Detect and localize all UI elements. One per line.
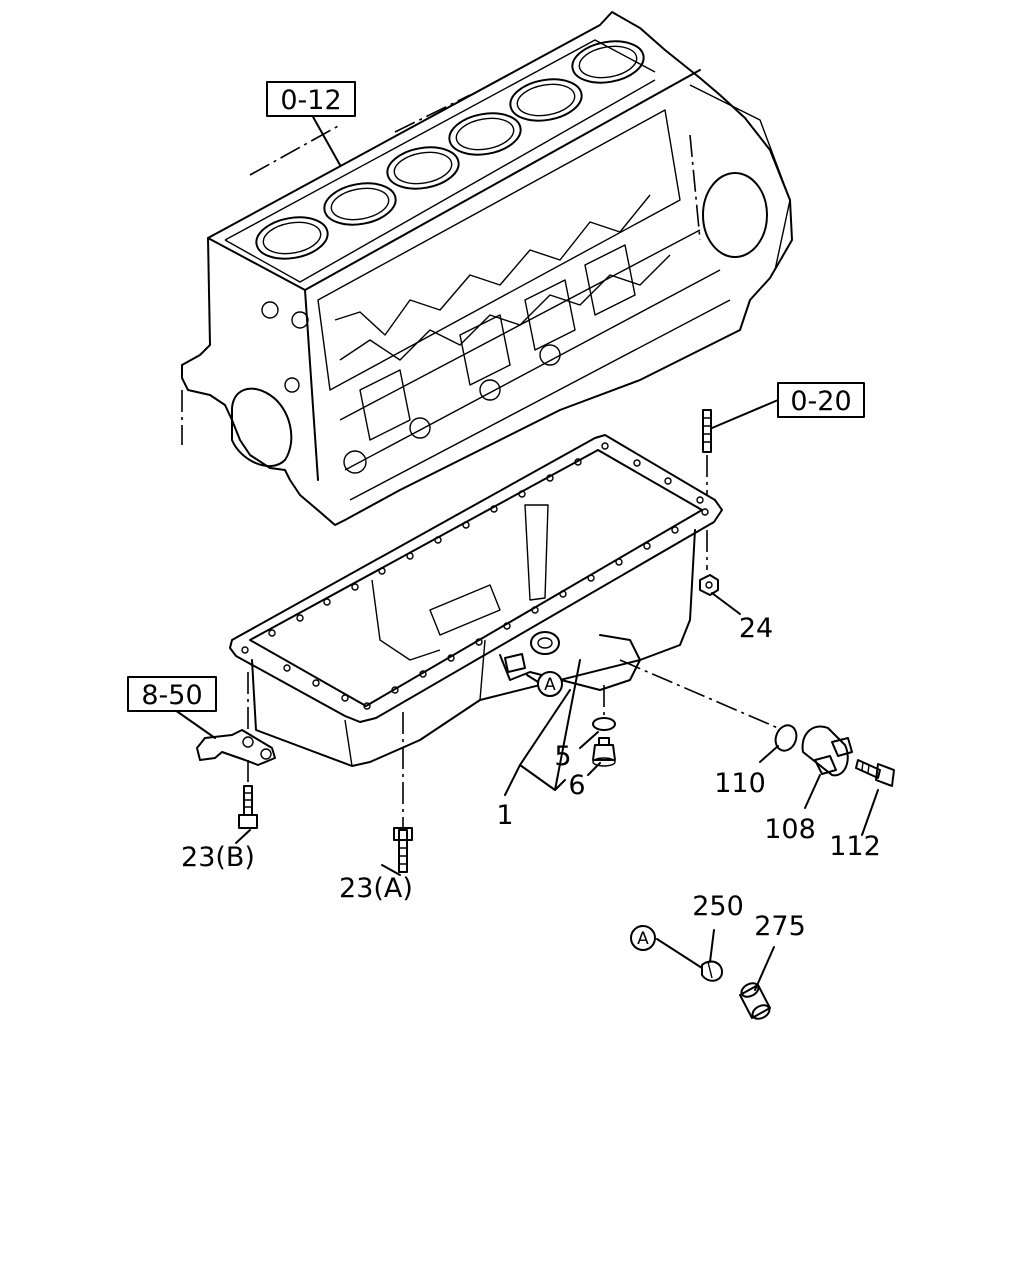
part-label-250: 250 — [692, 891, 744, 922]
oil-pan — [229, 434, 779, 830]
drain-plug-6 — [592, 737, 616, 767]
bracket — [196, 729, 276, 785]
part-label-108: 108 — [764, 814, 816, 845]
part-label-23a: 23(A) — [339, 873, 413, 904]
ref-box-0-12: 0-12 — [266, 81, 356, 117]
part-label-24: 24 — [739, 613, 773, 644]
ref-box-0-20: 0-20 — [777, 382, 865, 418]
part-label-1: 1 — [496, 800, 513, 831]
nut-24 — [699, 574, 719, 596]
adapter-108 — [801, 725, 853, 777]
bolt-23a — [393, 827, 413, 873]
ref-label: 0-20 — [790, 386, 851, 417]
callout-a-detail: A — [630, 925, 656, 951]
callout-a-pan: A — [537, 671, 563, 697]
cylinder-bores — [255, 40, 645, 260]
ref-label: 8-50 — [141, 680, 202, 711]
hose-275 — [739, 982, 771, 1020]
ref-box-8-50: 8-50 — [127, 676, 217, 712]
part-label-23b: 23(B) — [181, 842, 255, 873]
bolt-23b — [238, 785, 258, 829]
part-label-110: 110 — [714, 768, 766, 799]
callout-letter: A — [544, 675, 556, 695]
part-label-5: 5 — [554, 741, 571, 772]
o-ring-110 — [774, 724, 798, 752]
stud-bolt — [702, 409, 712, 505]
part-label-275: 275 — [754, 911, 806, 942]
part-label-112: 112 — [829, 831, 881, 862]
gasket-5 — [592, 717, 616, 731]
engine-block — [181, 11, 793, 526]
bolt-112 — [855, 759, 895, 787]
callout-letter: A — [637, 929, 649, 949]
flange-holes — [241, 442, 709, 710]
part-labels: 24 5 6 1 110 108 112 23(B) 23(A) 250 275 — [181, 613, 881, 942]
ref-label: 0-12 — [280, 85, 341, 116]
leader-lines — [174, 114, 879, 991]
clamp-250 — [701, 960, 723, 982]
part-label-6: 6 — [568, 770, 585, 801]
